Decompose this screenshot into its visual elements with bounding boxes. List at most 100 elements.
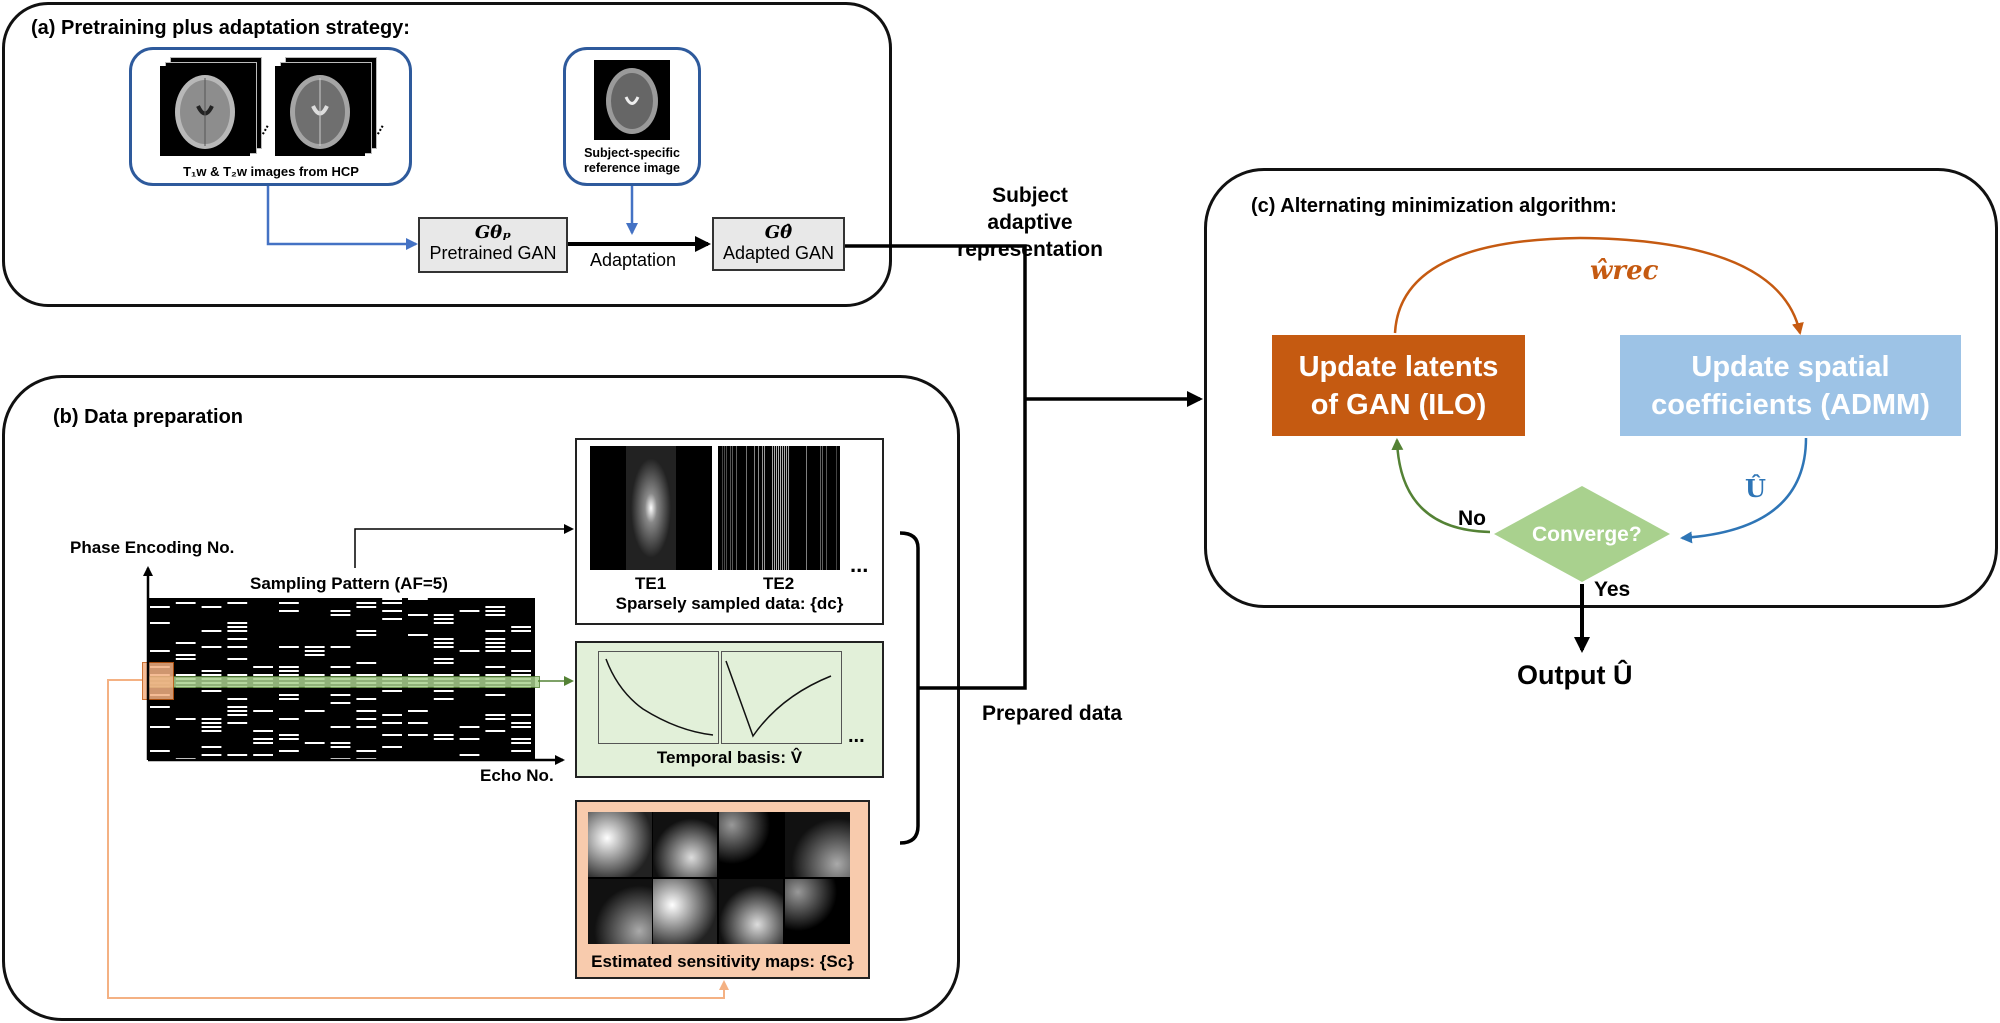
sampling-line <box>175 654 196 656</box>
sampling-line <box>356 674 377 676</box>
sampling-line <box>175 718 196 720</box>
sampling-line <box>433 614 454 616</box>
w-rec-label: ŵrec <box>1590 256 1659 286</box>
kspace-line <box>772 446 773 570</box>
sampling-line <box>227 638 248 640</box>
sampling-line <box>408 674 428 676</box>
sampling-line <box>279 694 299 696</box>
sampling-line <box>485 638 506 640</box>
sampling-line <box>382 746 402 748</box>
sampling-line <box>459 610 480 612</box>
sampling-line <box>253 738 273 740</box>
sampling-line <box>201 674 222 676</box>
sampling-line <box>201 646 222 648</box>
kspace-line <box>754 446 755 570</box>
ellipsis-sparse: ... <box>850 552 869 577</box>
sampling-line <box>279 646 299 648</box>
kspace-line <box>778 446 779 570</box>
kspace-line <box>726 446 727 570</box>
kspace-line <box>730 446 731 570</box>
panel-c-title: (c) Alternating minimization algorithm: <box>1251 195 1617 217</box>
sampling-line <box>485 610 506 612</box>
sampling-line <box>279 718 299 720</box>
kspace-line <box>782 446 783 570</box>
pretrained-gan-symbol: Gθₚ <box>474 222 512 243</box>
sampling-line <box>485 674 506 676</box>
sampling-line <box>356 758 377 760</box>
kspace-line <box>822 446 823 570</box>
sampling-line <box>175 658 196 660</box>
sampling-highlight-green <box>148 676 540 688</box>
sampling-line <box>485 694 506 696</box>
sampling-line <box>356 634 377 636</box>
sensitivity-caption: Estimated sensitivity maps: {Sᴄ} <box>591 952 854 971</box>
sampling-line <box>253 710 273 712</box>
sampling-line <box>356 698 377 700</box>
adaptation-label: Adaptation <box>590 250 677 270</box>
sampling-line <box>304 654 325 656</box>
sampling-line <box>253 754 273 756</box>
kspace-line <box>784 446 785 570</box>
sampling-line <box>433 618 454 620</box>
sampling-line <box>408 598 428 600</box>
sampling-line <box>279 750 299 752</box>
sampling-line <box>253 674 273 676</box>
sampling-line <box>433 738 454 740</box>
sampling-line <box>356 710 377 712</box>
kspace-line <box>758 446 759 570</box>
sampling-line <box>201 754 222 756</box>
output-label: Output Û <box>1517 660 1633 690</box>
update-spatial-box: Update spatial coefficients (ADMM) <box>1620 335 1961 436</box>
sampling-line <box>511 650 531 652</box>
prepared-data-label: Prepared data <box>982 702 1123 725</box>
sampling-line <box>511 738 531 740</box>
sampling-line <box>459 738 480 740</box>
sampling-line <box>201 730 222 732</box>
kspace-line <box>746 446 747 570</box>
sampling-line <box>485 646 506 648</box>
converge-diamond <box>1494 486 1670 582</box>
sampling-line <box>330 726 351 728</box>
te1-label: TE1 <box>635 574 667 593</box>
sampling-line <box>433 662 454 664</box>
reference-image <box>594 60 670 140</box>
sampling-line <box>356 726 377 728</box>
kspace-line <box>774 446 775 570</box>
sampling-line <box>356 606 377 608</box>
sampling-line <box>382 618 402 620</box>
sampling-line <box>150 622 170 624</box>
sampling-line <box>511 674 531 676</box>
kspace-line <box>724 446 725 570</box>
sampling-line <box>330 746 351 748</box>
sampling-line <box>201 746 222 748</box>
sampling-line <box>150 606 170 608</box>
sensitivity-maps <box>588 812 850 944</box>
kspace-te2 <box>718 446 840 570</box>
kspace-line <box>762 446 763 570</box>
sampling-line <box>433 622 454 624</box>
sampling-line <box>175 758 196 760</box>
sampling-line <box>433 638 454 640</box>
no-label: No <box>1458 507 1486 530</box>
sampling-line <box>279 734 299 736</box>
sampling-line <box>227 602 248 604</box>
temporal-curve-2 <box>721 651 842 744</box>
sampling-line <box>485 606 506 608</box>
sampling-line <box>356 630 377 632</box>
kspace-te1 <box>590 446 712 570</box>
sampling-line <box>382 610 402 612</box>
x-axis-label: Echo No. <box>480 766 554 785</box>
sampling-line <box>382 598 402 600</box>
sampling-line <box>408 734 428 736</box>
sampling-line <box>485 714 506 716</box>
te2-label: TE2 <box>763 574 795 593</box>
sampling-line <box>227 706 248 708</box>
sampling-line <box>150 750 170 752</box>
kspace-line <box>826 446 827 570</box>
kspace-line <box>806 446 807 570</box>
sampling-line <box>330 614 351 616</box>
sampling-line <box>304 710 325 712</box>
pretrained-gan-box: Gθₚ Pretrained GAN <box>418 217 568 273</box>
converge-label: Converge? <box>1532 523 1642 546</box>
panel-a-title: (a) Pretraining plus adaptation strategy… <box>31 17 410 39</box>
